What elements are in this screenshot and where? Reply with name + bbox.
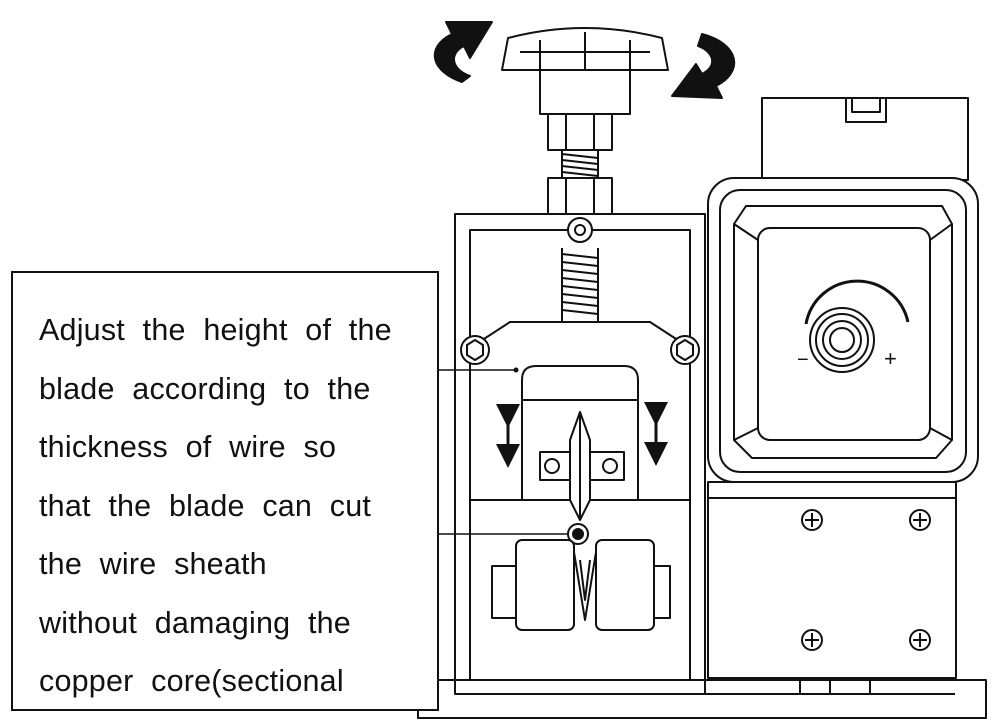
screw-head-icon — [460, 335, 700, 365]
threaded-rod — [561, 150, 599, 322]
speed-dial — [804, 279, 910, 373]
base-plate — [417, 679, 987, 719]
callout-line: the wire sheath — [39, 547, 267, 581]
callout-line: blade according to the — [39, 371, 371, 406]
callout-line: without damaging the — [39, 605, 351, 640]
hex-bolt-icon — [547, 113, 613, 215]
rotate-right-arrow-icon — [671, 33, 736, 99]
callout-line: Adjust the height of the — [39, 313, 392, 347]
up-down-arrow-icon — [496, 402, 668, 468]
guide-rollers — [491, 539, 671, 631]
screw-head-icon — [801, 509, 931, 651]
dial-plus-label: + — [884, 346, 897, 371]
instruction-callout: Adjust the height of the blade according… — [11, 271, 439, 711]
adjustment-knob — [501, 27, 669, 115]
motor-housing — [707, 97, 979, 483]
callout-line: copper core(sectional — [39, 664, 344, 698]
rotate-left-arrow-icon — [433, 21, 493, 83]
callout-line: thickness of wire so — [39, 430, 337, 464]
wire-cross-section — [567, 523, 589, 545]
dial-minus-label: − — [797, 349, 809, 371]
callout-line: that the blade can cut — [39, 488, 372, 523]
blade-wheel — [539, 411, 625, 521]
lower-housing — [707, 481, 957, 679]
